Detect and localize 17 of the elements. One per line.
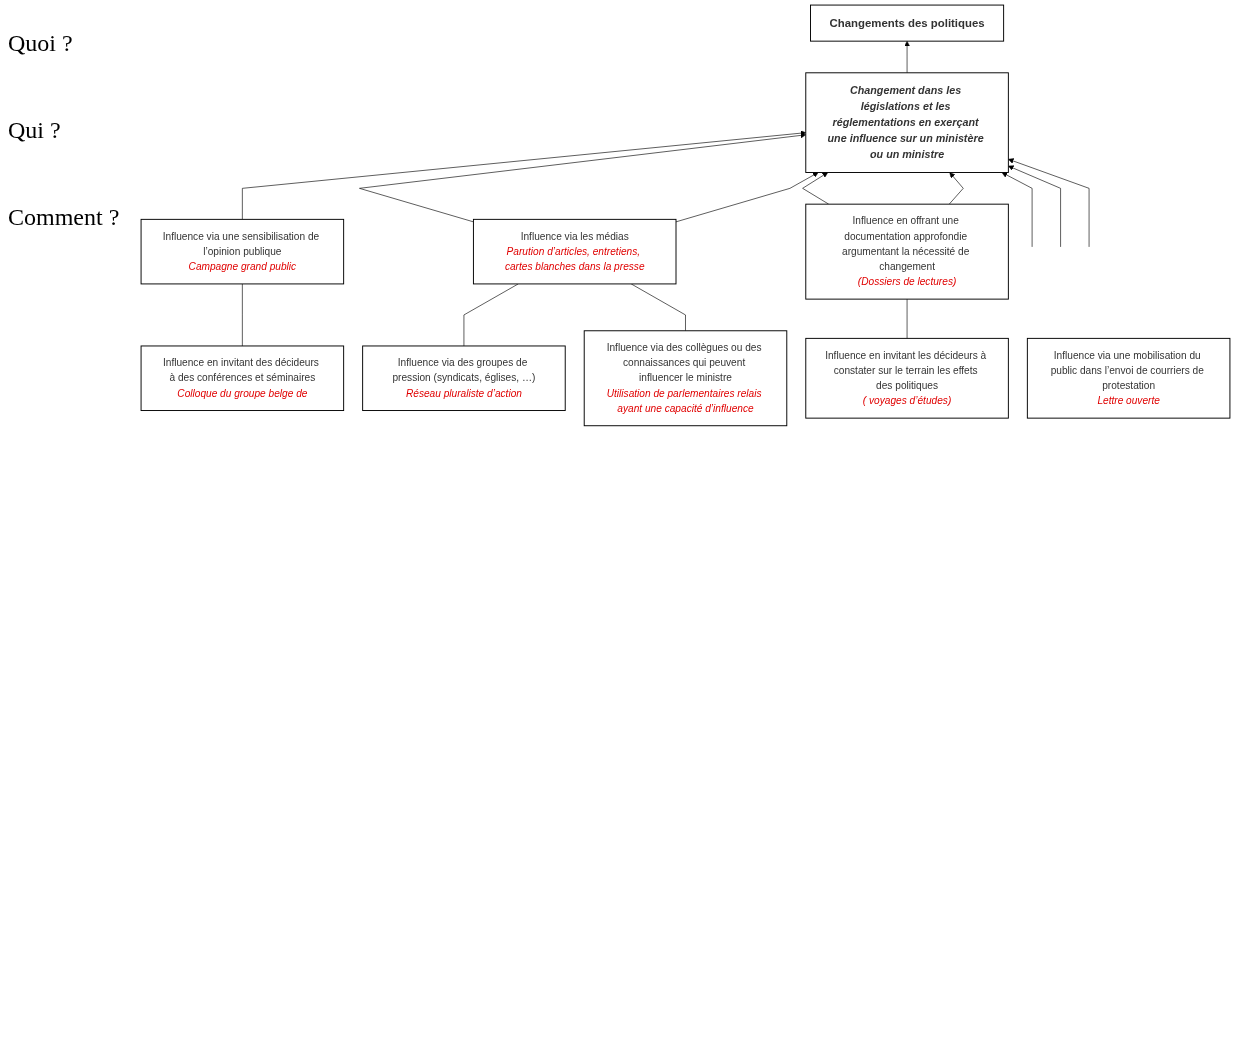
row-label: Comment ? bbox=[8, 204, 121, 231]
node-box: Influence via des groupes de pression (syndicats, églises, …) Réseau pluraliste d’action bbox=[362, 345, 566, 411]
node-box: Influence en offrant une documentation approfondie argumentant la nécessité de changement (Dossiers de lectures) bbox=[805, 203, 1009, 300]
connector bbox=[630, 283, 686, 332]
node-box: Influence en invitant les décideurs à constater sur le terrain les effets des politiques ( voyages d’études) bbox=[805, 337, 1009, 419]
connector bbox=[463, 283, 519, 347]
node-box: Changement dans les législations et les réglementations en exerçant une influence sur un ministère ou un ministre bbox=[805, 72, 1009, 173]
row-label: Quoi ? bbox=[8, 30, 74, 57]
connector bbox=[242, 283, 243, 347]
node-box: Influence via les médias Parution d’articles, entretiens, cartes blanches dans la presse bbox=[472, 218, 677, 285]
node-box: Influence via des collègues ou des connaissances qui peuvent influencer le ministre Utilisation de parlementaires relais ayant une capacité d’influence bbox=[583, 330, 788, 427]
node-box: Influence via une mobilisation du public dans l’envoi de courriers de protestation Lettre ouverte bbox=[1026, 337, 1231, 419]
node-box: Changements des politiques bbox=[810, 4, 1005, 42]
connector bbox=[906, 298, 908, 339]
row-label: Qui ? bbox=[8, 117, 62, 144]
node-box: Influence via une sensibilisation de l’opinion publique Campagne grand public bbox=[140, 218, 345, 285]
node-box: Influence en invitant des décideurs à des conférences et séminaires Colloque du groupe belge de bbox=[140, 345, 345, 411]
